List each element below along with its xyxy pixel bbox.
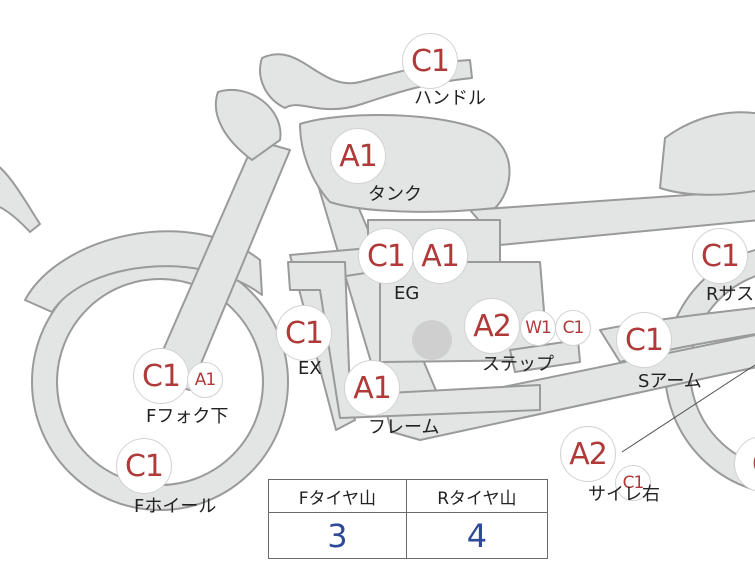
step-badge-1: A2 [464, 298, 520, 354]
exhaust-label: EX [298, 358, 322, 379]
front-tire-value: 3 [268, 512, 407, 559]
tire-tread-table: Fタイヤ山 Rタイヤ山 3 4 [268, 479, 549, 559]
silencer-badge-2: C1 [615, 465, 651, 501]
engine-case [379, 261, 549, 363]
step-badge-3: C1 [555, 310, 591, 346]
exhaust-badge-1: C1 [276, 305, 332, 361]
engine-badge-1: C1 [358, 228, 414, 284]
front-tire-header: Fタイヤ山 [268, 479, 407, 513]
front-fender [24, 230, 263, 313]
step-label: ステップ [482, 354, 554, 375]
sarm-label: Sアーム [638, 371, 702, 392]
left-fragment [0, 166, 41, 233]
silencer-label: サイレ右 [588, 484, 660, 505]
step-bracket [509, 339, 581, 373]
rsus-badge-1: C1 [692, 228, 748, 284]
silencer-badge-1: A2 [560, 426, 616, 482]
tank-badge-1: A1 [330, 128, 386, 184]
sarm-badge-1: C1 [616, 312, 672, 368]
handle-label: ハンドル [414, 88, 486, 109]
silencer-leader-line [621, 364, 755, 453]
ffork-badge-2: A1 [187, 362, 223, 398]
ffork-label: Fフォク下 [146, 406, 229, 427]
handle-badge-1: C1 [402, 33, 458, 89]
frame-label: フレーム [368, 417, 440, 438]
seat [659, 111, 755, 196]
fwheel-badge-1: C1 [116, 438, 172, 494]
exhaust-pipe [287, 261, 541, 419]
rear-tire-value: 4 [405, 512, 549, 559]
frame-badge-1: A1 [344, 360, 400, 416]
ffork-badge-1: C1 [133, 348, 189, 404]
fwheel-label: Fホイール [134, 496, 217, 517]
engine-label: EG [394, 283, 420, 304]
step-badge-2: W1 [520, 310, 556, 346]
rsus-label: Rサス [706, 284, 755, 305]
engine-cover [412, 320, 452, 360]
tank-label: タンク [368, 184, 422, 205]
engine-badge-2: A1 [412, 228, 468, 284]
rear-tire-header: Rタイヤ山 [405, 479, 549, 513]
headlight [214, 89, 282, 161]
